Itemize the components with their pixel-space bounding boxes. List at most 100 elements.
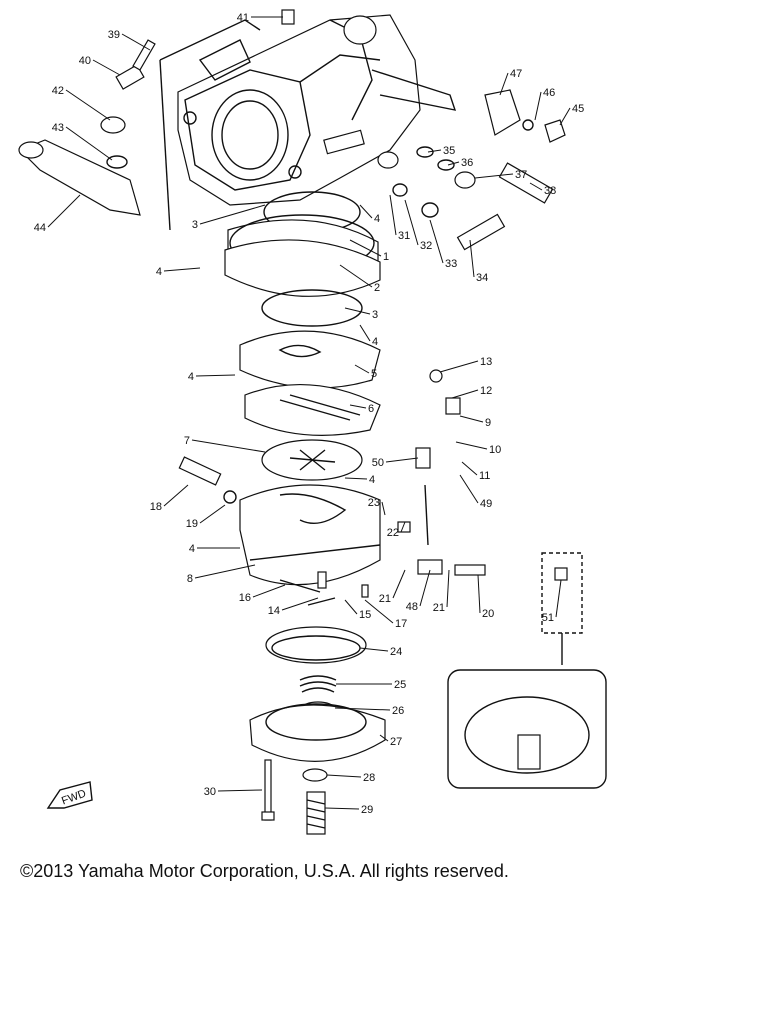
leader-line — [163, 484, 189, 507]
leader-line — [199, 204, 266, 225]
part-number-label: 29 — [361, 804, 373, 816]
part-number-label: 31 — [398, 230, 410, 242]
small-parts — [18, 9, 566, 606]
part-number-label: 39 — [108, 29, 120, 41]
part-number-label: 4 — [188, 371, 194, 383]
part-number-label: 24 — [390, 646, 402, 658]
part-number-label: 23 — [368, 497, 380, 509]
fwd-arrow: FWD — [46, 781, 93, 809]
leader-line — [419, 569, 431, 607]
part-number-label: 49 — [480, 498, 492, 510]
leader-line — [324, 807, 360, 810]
leader-line — [65, 89, 111, 121]
leader-line — [163, 267, 201, 272]
leader-line — [451, 389, 479, 399]
part-number-label: 21 — [433, 602, 445, 614]
part-number-label: 18 — [150, 501, 162, 513]
leader-line — [349, 239, 382, 257]
leader-line — [121, 33, 151, 51]
leader-line — [404, 199, 419, 246]
leader-line — [359, 647, 389, 652]
leader-line — [446, 569, 450, 608]
leader-line — [339, 264, 373, 288]
part-number-label: 4 — [156, 266, 162, 278]
part-number-label: 27 — [390, 736, 402, 748]
part-number-label: 42 — [52, 85, 64, 97]
part-number-label: 43 — [52, 122, 64, 134]
part-number-label: 1 — [383, 251, 389, 263]
part-number-label: 45 — [572, 103, 584, 115]
part-number-label: 12 — [480, 385, 492, 397]
part-number-label: 40 — [79, 55, 91, 67]
part-number-label: 13 — [480, 356, 492, 368]
part-number-label: 38 — [544, 185, 556, 197]
leader-line — [459, 474, 479, 504]
leader-line — [65, 126, 113, 161]
leader-line — [92, 59, 121, 76]
leader-line — [429, 219, 444, 264]
leader-line — [555, 579, 562, 618]
inset-detail — [447, 552, 607, 789]
part-number-label: 35 — [443, 145, 455, 157]
part-number-label: 6 — [368, 403, 374, 415]
leader-line — [349, 404, 367, 409]
part-number-label: 44 — [34, 222, 46, 234]
leader-line — [534, 91, 542, 121]
leader-line — [439, 360, 479, 373]
part-number-label: 8 — [187, 573, 193, 585]
leader-line — [381, 501, 386, 516]
leader-line — [344, 599, 358, 615]
part-number-label: 25 — [394, 679, 406, 691]
leader-line — [344, 477, 368, 480]
leader-line — [47, 194, 81, 228]
leader-line — [252, 584, 286, 598]
part-number-label: 4 — [374, 213, 380, 225]
part-number-label: 22 — [387, 527, 399, 539]
part-number-label: 34 — [476, 272, 488, 284]
leader-line — [469, 239, 475, 278]
part-number-label: 28 — [363, 772, 375, 784]
part-number-label: 5 — [371, 368, 377, 380]
part-number-label: 19 — [186, 518, 198, 530]
leader-line — [359, 204, 373, 219]
gasket-stack — [224, 191, 386, 835]
part-number-label: 10 — [489, 444, 501, 456]
leader-line — [392, 569, 406, 599]
part-number-label: 51 — [542, 612, 554, 624]
leader-line — [389, 194, 397, 236]
part-number-label: 50 — [372, 457, 384, 469]
leader-line — [364, 599, 394, 624]
throttle-body-assembly — [159, 14, 457, 231]
part-number-label: 33 — [445, 258, 457, 270]
part-number-label: 14 — [268, 605, 280, 617]
part-number-label: 3 — [372, 309, 378, 321]
part-number-label: 17 — [395, 618, 407, 630]
leader-line — [281, 597, 319, 611]
part-number-label: 15 — [359, 609, 371, 621]
part-number-label: 21 — [379, 593, 391, 605]
part-number-label: 7 — [184, 435, 190, 447]
leader-line — [199, 504, 226, 524]
part-number-label: 26 — [392, 705, 404, 717]
part-number-label: 20 — [482, 608, 494, 620]
part-number-label: 4 — [369, 474, 375, 486]
part-number-label: 47 — [510, 68, 522, 80]
leader-line — [461, 461, 478, 476]
leader-line — [379, 734, 389, 742]
leader-line — [326, 774, 362, 778]
leader-line — [427, 149, 442, 153]
copyright-notice: ©2013 Yamaha Motor Corporation, U.S.A. A… — [20, 861, 509, 881]
part-number-label: 30 — [204, 786, 216, 798]
leader-line — [194, 564, 256, 579]
part-number-label: 37 — [515, 169, 527, 181]
part-number-label: 36 — [461, 157, 473, 169]
part-number-label: 9 — [485, 417, 491, 429]
part-number-label: 48 — [406, 601, 418, 613]
part-number-label: 11 — [479, 470, 490, 482]
leader-line — [344, 307, 371, 315]
leader-line — [459, 415, 484, 423]
leader-line — [447, 161, 460, 166]
part-number-label: 4 — [372, 336, 378, 348]
part-number-label: 46 — [543, 87, 555, 99]
